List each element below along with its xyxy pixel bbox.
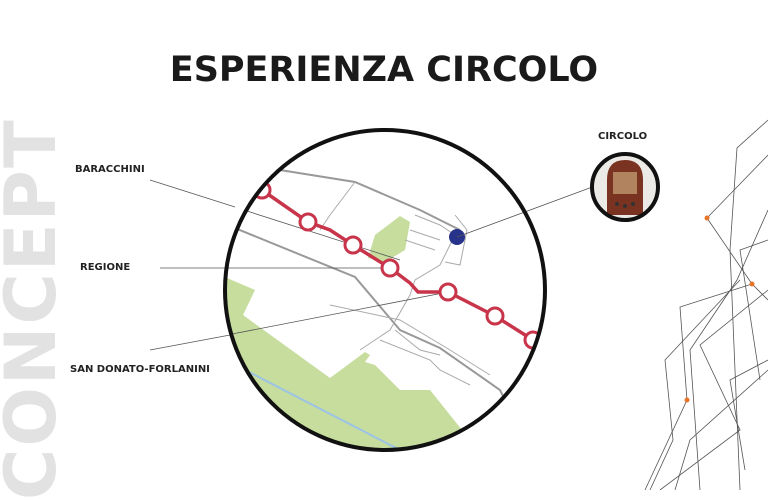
accent-dot [704, 215, 710, 221]
label-regione: REGIONE [80, 262, 131, 273]
page-title: ESPERIENZA CIRCOLO [169, 50, 599, 90]
label-baracchini: BARACCHINI [75, 164, 145, 175]
metro-station [438, 282, 458, 302]
metro-stations [252, 180, 543, 350]
map-content [225, 169, 545, 450]
accent-dots [684, 215, 755, 403]
metro-station [343, 235, 363, 255]
decorative-network-lines [644, 119, 768, 490]
metro-station [485, 306, 505, 326]
river [244, 369, 401, 450]
map-circle-frame [223, 128, 547, 452]
label-circolo: CIRCOLO [598, 131, 648, 142]
metro-station [380, 258, 400, 278]
circolo-photo [590, 152, 660, 222]
park-area-small [368, 216, 410, 262]
leader-lines [225, 179, 449, 351]
label-san-donato-forlanini: SAN DONATO-FORLANINI [70, 364, 210, 375]
accent-dot [749, 281, 755, 287]
metro-station [298, 212, 318, 232]
accent-dot [684, 397, 690, 403]
